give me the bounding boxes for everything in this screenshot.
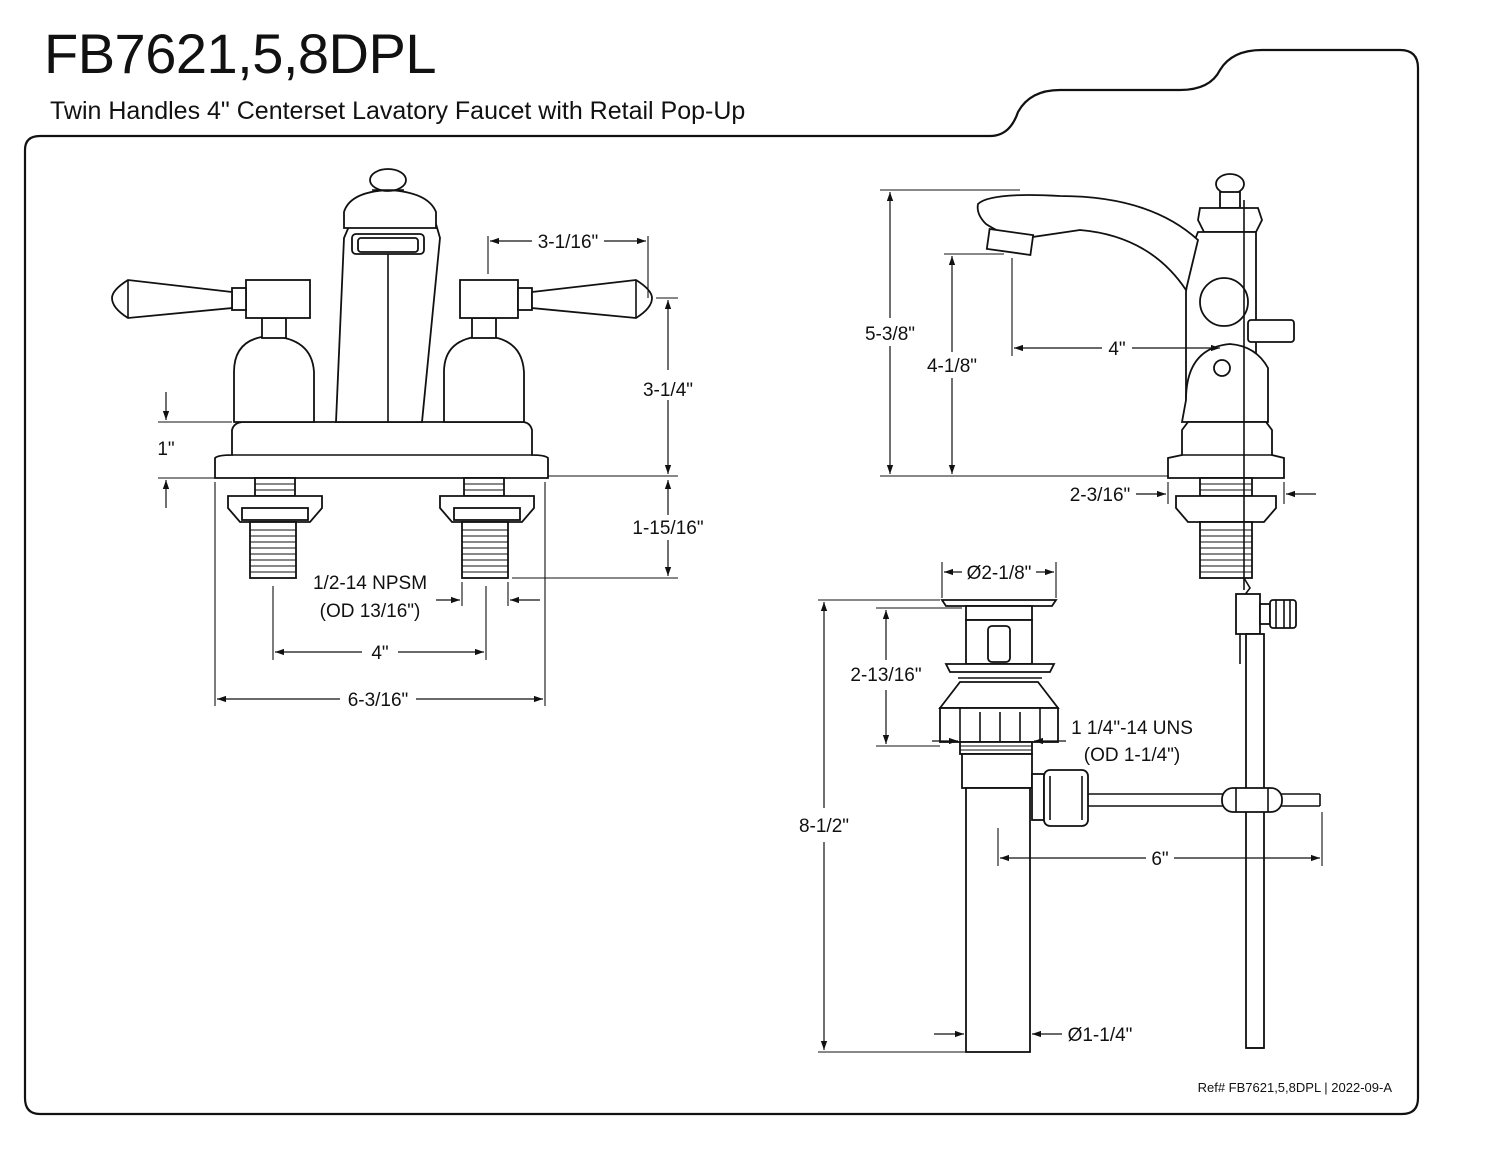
- frame-border: [23, 48, 1420, 1116]
- dim-lift-rod-length: 6": [1151, 849, 1168, 870]
- page-subtitle: Twin Handles 4" Centerset Lavatory Fauce…: [50, 97, 746, 125]
- dim-spout-reach: 4": [1108, 339, 1125, 360]
- front-view: 3-1/16" 3-1/4" 1" 1-15/16" 1/2-14 NPSM (…: [111, 168, 704, 711]
- right-lever: [531, 279, 653, 319]
- dim-flange-diameter: Ø2-1/8": [967, 563, 1032, 584]
- drain-thread-spec: 1 1/4"-14 UNS: [1071, 718, 1193, 739]
- side-spout: [976, 194, 1199, 293]
- dim-tail-diameter: Ø1-1/4": [1068, 1025, 1133, 1046]
- dim-flange-to-nut: 2-13/16": [850, 665, 921, 686]
- dim-base-height: 1": [157, 439, 174, 460]
- dim-handle-height: 3-1/4": [643, 380, 693, 401]
- right-handle-body: [443, 335, 525, 423]
- front-thread-od: (OD 13/16"): [320, 601, 421, 622]
- front-thread-spec: 1/2-14 NPSM: [313, 573, 427, 594]
- side-view: 5-3/8" 4-1/8" 4" 2-3/16": [865, 173, 1316, 1049]
- dim-overall-width: 6-3/16": [348, 690, 409, 711]
- reference-number: Ref# FB7621,5,8DPL | 2022-09-A: [1198, 1080, 1393, 1095]
- dim-base-depth: 2-3/16": [1070, 485, 1131, 506]
- dim-spout-height: 4-1/8": [927, 356, 977, 377]
- dim-spout-to-handle: 3-1/16": [538, 232, 599, 253]
- dim-overall-length: 8-1/2": [799, 816, 849, 837]
- dim-shank-length: 1-15/16": [632, 518, 703, 539]
- faucet-base: [214, 421, 549, 479]
- drain-view: Ø2-1/8" 2-13/16" 1 1/4"-14 UNS (OD 1-1/4…: [799, 562, 1323, 1053]
- left-handle-body: [233, 335, 315, 423]
- drain-thread-od: (OD 1-1/4"): [1084, 745, 1180, 766]
- dim-center-spacing: 4": [371, 643, 388, 664]
- left-lever: [111, 279, 233, 319]
- page-title: FB7621,5,8DPL: [44, 22, 436, 85]
- dim-overall-height: 5-3/8": [865, 324, 915, 345]
